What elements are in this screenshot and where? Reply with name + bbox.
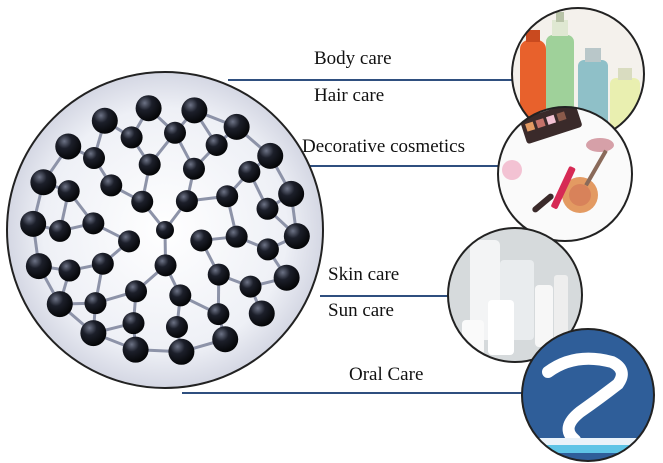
molecule-atom	[207, 303, 230, 326]
molecule-atom	[190, 229, 213, 252]
cream-tubes-icon	[447, 227, 583, 363]
molecule-atom	[256, 238, 279, 261]
molecule-atom	[138, 153, 161, 176]
label-decorative-cosmetics: Decorative cosmetics	[302, 136, 466, 157]
molecule-atom	[216, 185, 239, 208]
molecule-atom	[91, 107, 118, 134]
molecule-atom	[169, 284, 192, 307]
molecule-atom	[20, 210, 47, 237]
molecule-atom	[182, 157, 205, 180]
molecule-atom	[165, 316, 188, 339]
molecule-atom	[84, 292, 107, 315]
molecule-atom	[83, 147, 106, 170]
molecule-atom	[225, 225, 248, 248]
molecule-atom	[91, 252, 114, 275]
molecule-atom	[122, 336, 149, 363]
molecule-atom	[122, 312, 145, 335]
molecule-atom	[278, 180, 305, 207]
molecule-atom	[239, 275, 262, 298]
label-skin-care: Skin care	[328, 264, 400, 285]
makeup-palette-icon	[497, 106, 633, 242]
molecule-atom	[125, 280, 148, 303]
fullerene-molecule-icon	[6, 71, 324, 389]
molecule-atom	[55, 133, 82, 160]
molecule-atom	[118, 230, 141, 253]
molecule-atom	[131, 190, 154, 213]
molecule-atom	[283, 223, 310, 250]
molecule-atom	[168, 338, 195, 365]
molecule-atom	[120, 126, 143, 149]
molecule-atom	[175, 190, 198, 213]
molecule-atom	[223, 113, 250, 140]
molecule-atom	[82, 212, 105, 235]
molecule-atom	[248, 300, 275, 327]
molecule-atom	[256, 197, 279, 220]
molecule-atom	[238, 160, 261, 183]
label-hair-care: Hair care	[314, 85, 385, 106]
label-sun-care: Sun care	[328, 300, 394, 321]
label-oral-care: Oral Care	[349, 364, 424, 385]
molecule-atom	[46, 291, 73, 318]
molecule-atom	[163, 121, 186, 144]
molecule-atom	[49, 219, 72, 242]
molecule-atom	[207, 263, 230, 286]
molecule-atom	[100, 174, 123, 197]
label-body-care: Body care	[314, 48, 392, 69]
molecule-atom	[257, 142, 284, 169]
toothbrush-icon	[521, 328, 655, 462]
molecule-atom	[154, 254, 177, 277]
molecule-atom	[58, 259, 81, 282]
molecule-atom	[30, 169, 57, 196]
molecule-atom	[25, 253, 52, 280]
molecule-atom	[80, 320, 107, 347]
molecule-atom	[181, 97, 208, 124]
molecule-atom	[212, 326, 239, 353]
molecule-atom	[273, 264, 300, 291]
molecule-atom	[57, 180, 80, 203]
molecule-atom	[156, 221, 174, 239]
molecule-atom	[135, 95, 162, 122]
molecule-atom	[205, 133, 228, 156]
